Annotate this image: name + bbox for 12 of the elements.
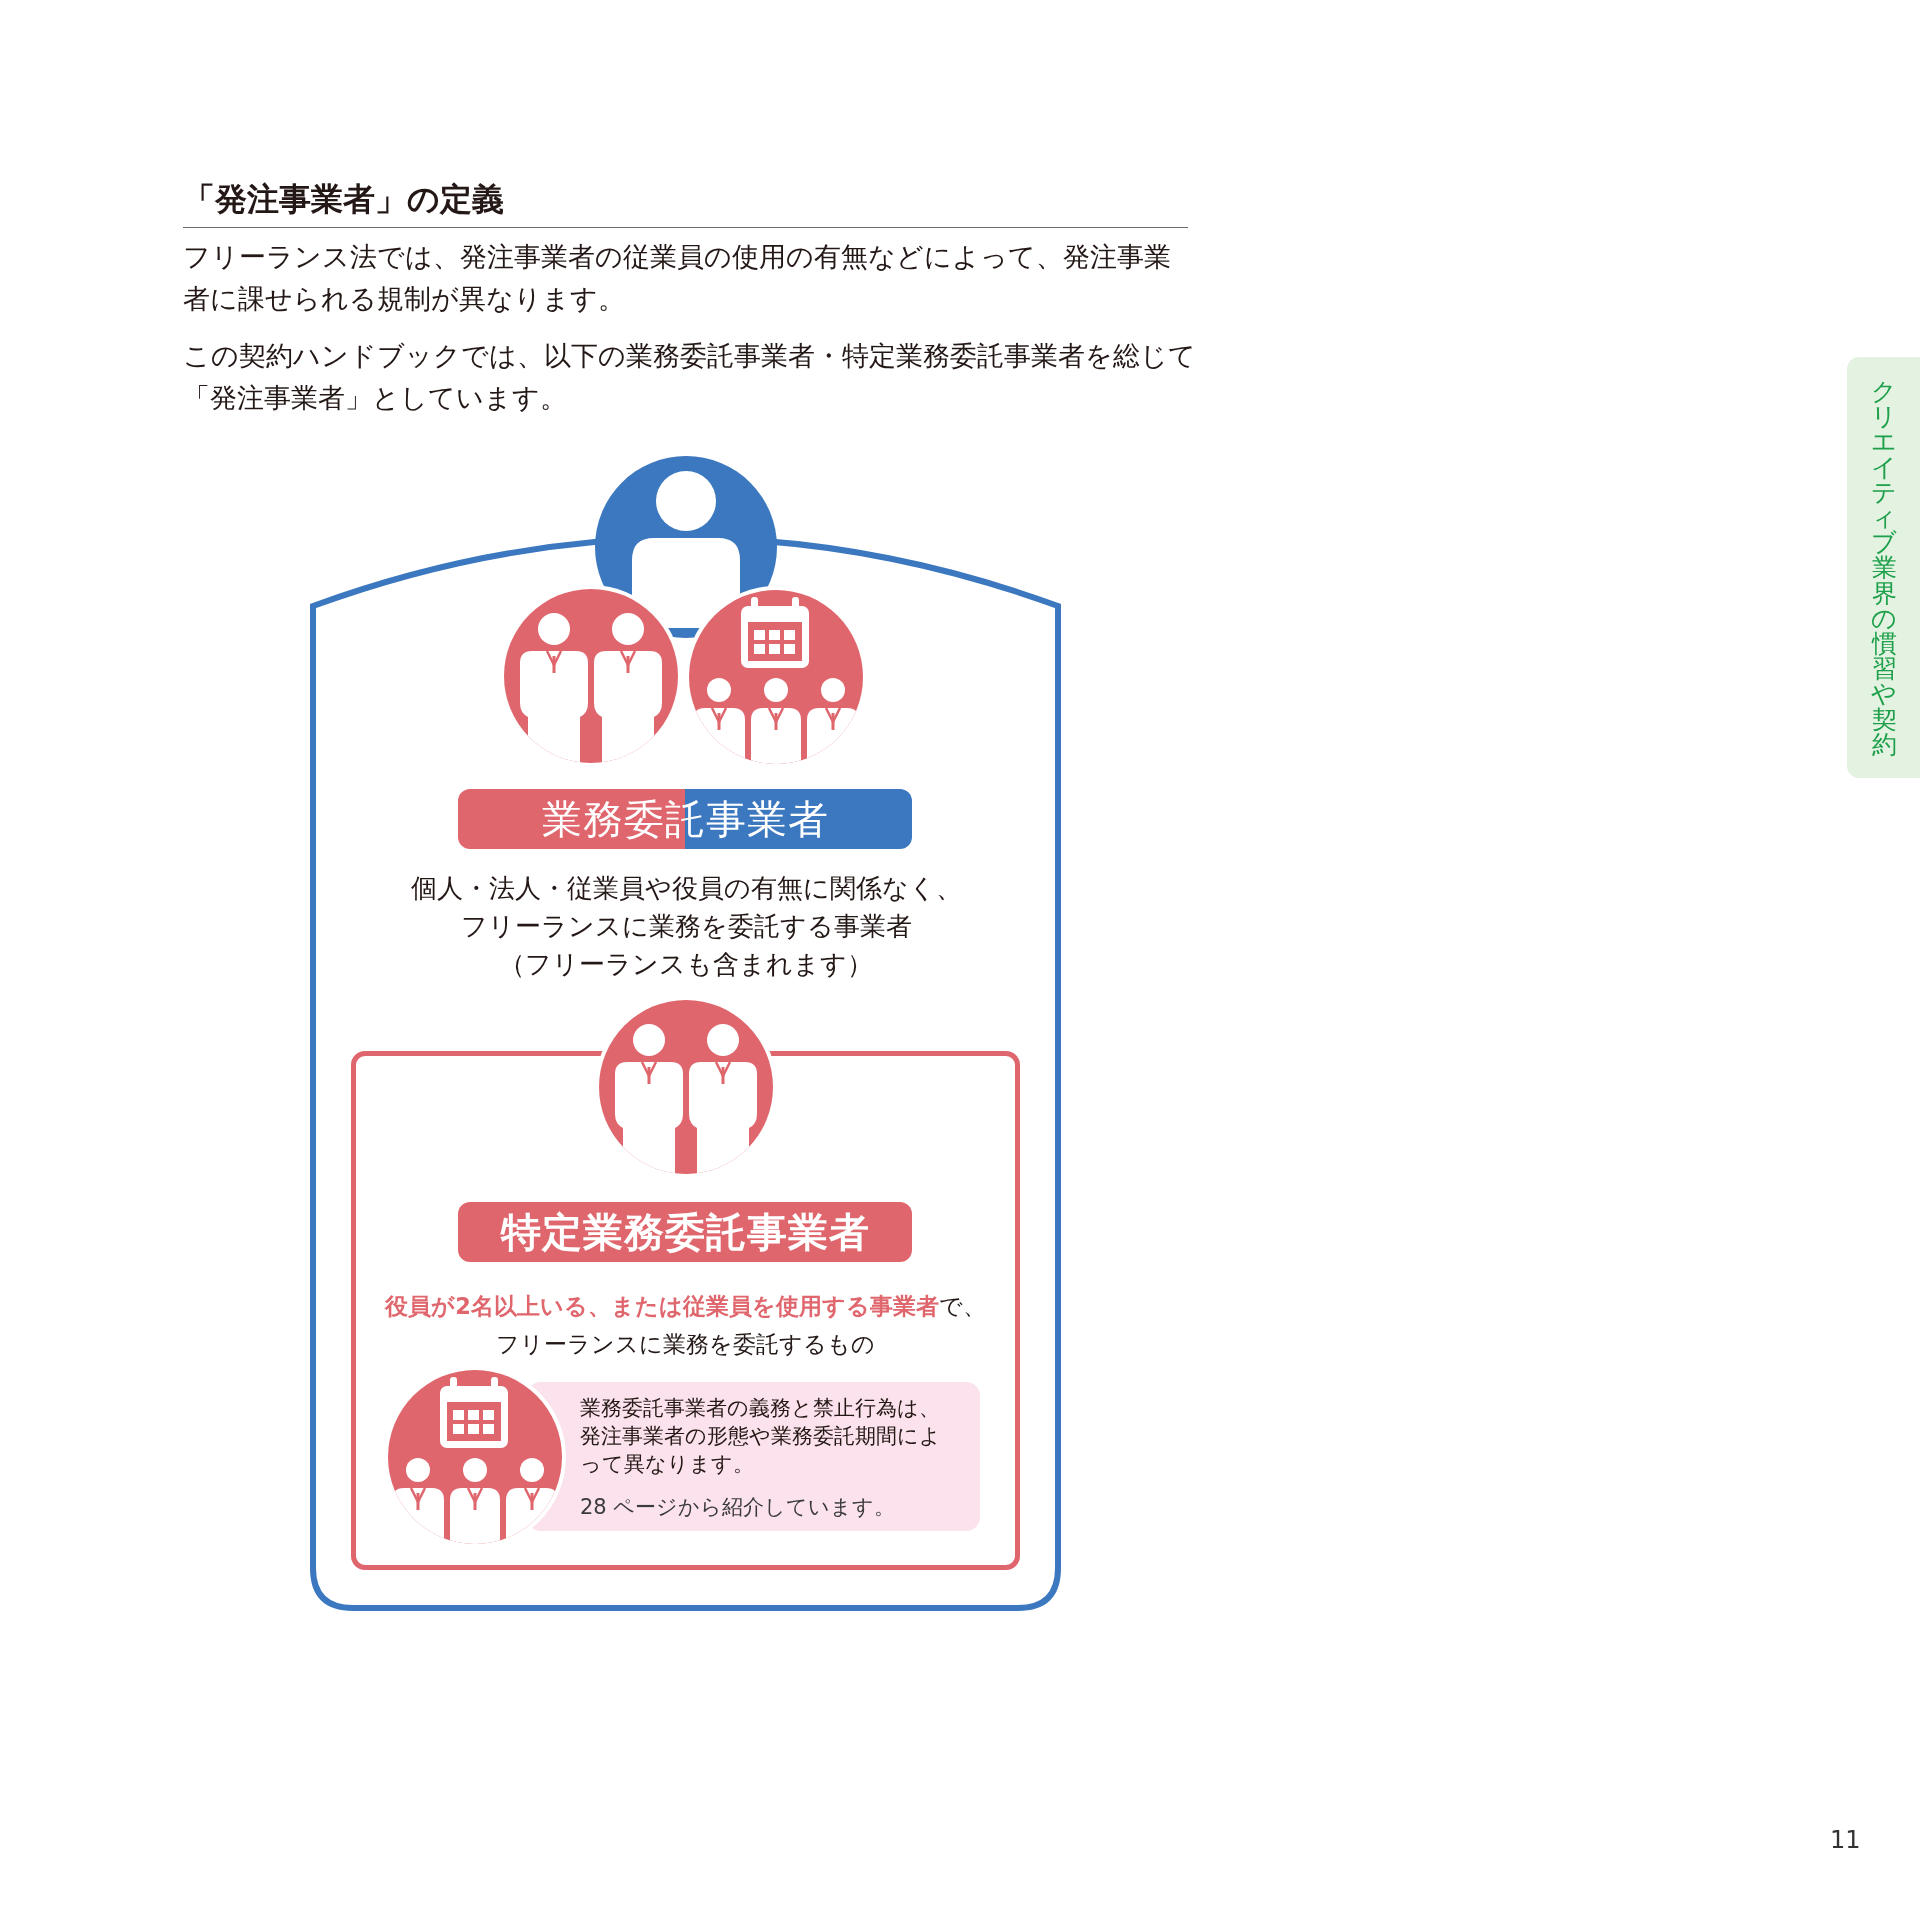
page-number: 11 (1830, 1826, 1861, 1854)
side-tab: クリエイティブ業界の慣習や契約 (1847, 357, 1920, 778)
note-text: 業務委託事業者の義務と禁止行為は、発注事業者の形態や業務委託期間によって異なります。 (580, 1395, 942, 1478)
intro-paragraph: この契約ハンドブックでは、以下の業務委託事業者・特定業務委託事業者を総じて「発注事業者」としています。 (183, 339, 1197, 415)
inner-frame (351, 1051, 1020, 1570)
page-reference-text: 28 ページから紹介しています。 (580, 1494, 897, 1521)
intro-paragraph: フリーランス法では、発注事業者の従業員の使用の有無などによって、発注事業者に課せられる規制が異なります。 (183, 240, 1172, 316)
description-text: 個人・法人・従業員や役員の有無に関係なく、フリーランスに業務を委託する事業者（フリーランスも含まれます） (409, 872, 963, 981)
title-banner: 特定業務委託事業者 (458, 1202, 912, 1262)
section-heading: 「発注事業者」の定義 (183, 178, 1188, 228)
outer-frame (310, 456, 1061, 1611)
condition-text: 役員が2名以上いる、または従業員を使用する事業者で、フリーランスに業務を委託するもの (383, 1292, 987, 1359)
